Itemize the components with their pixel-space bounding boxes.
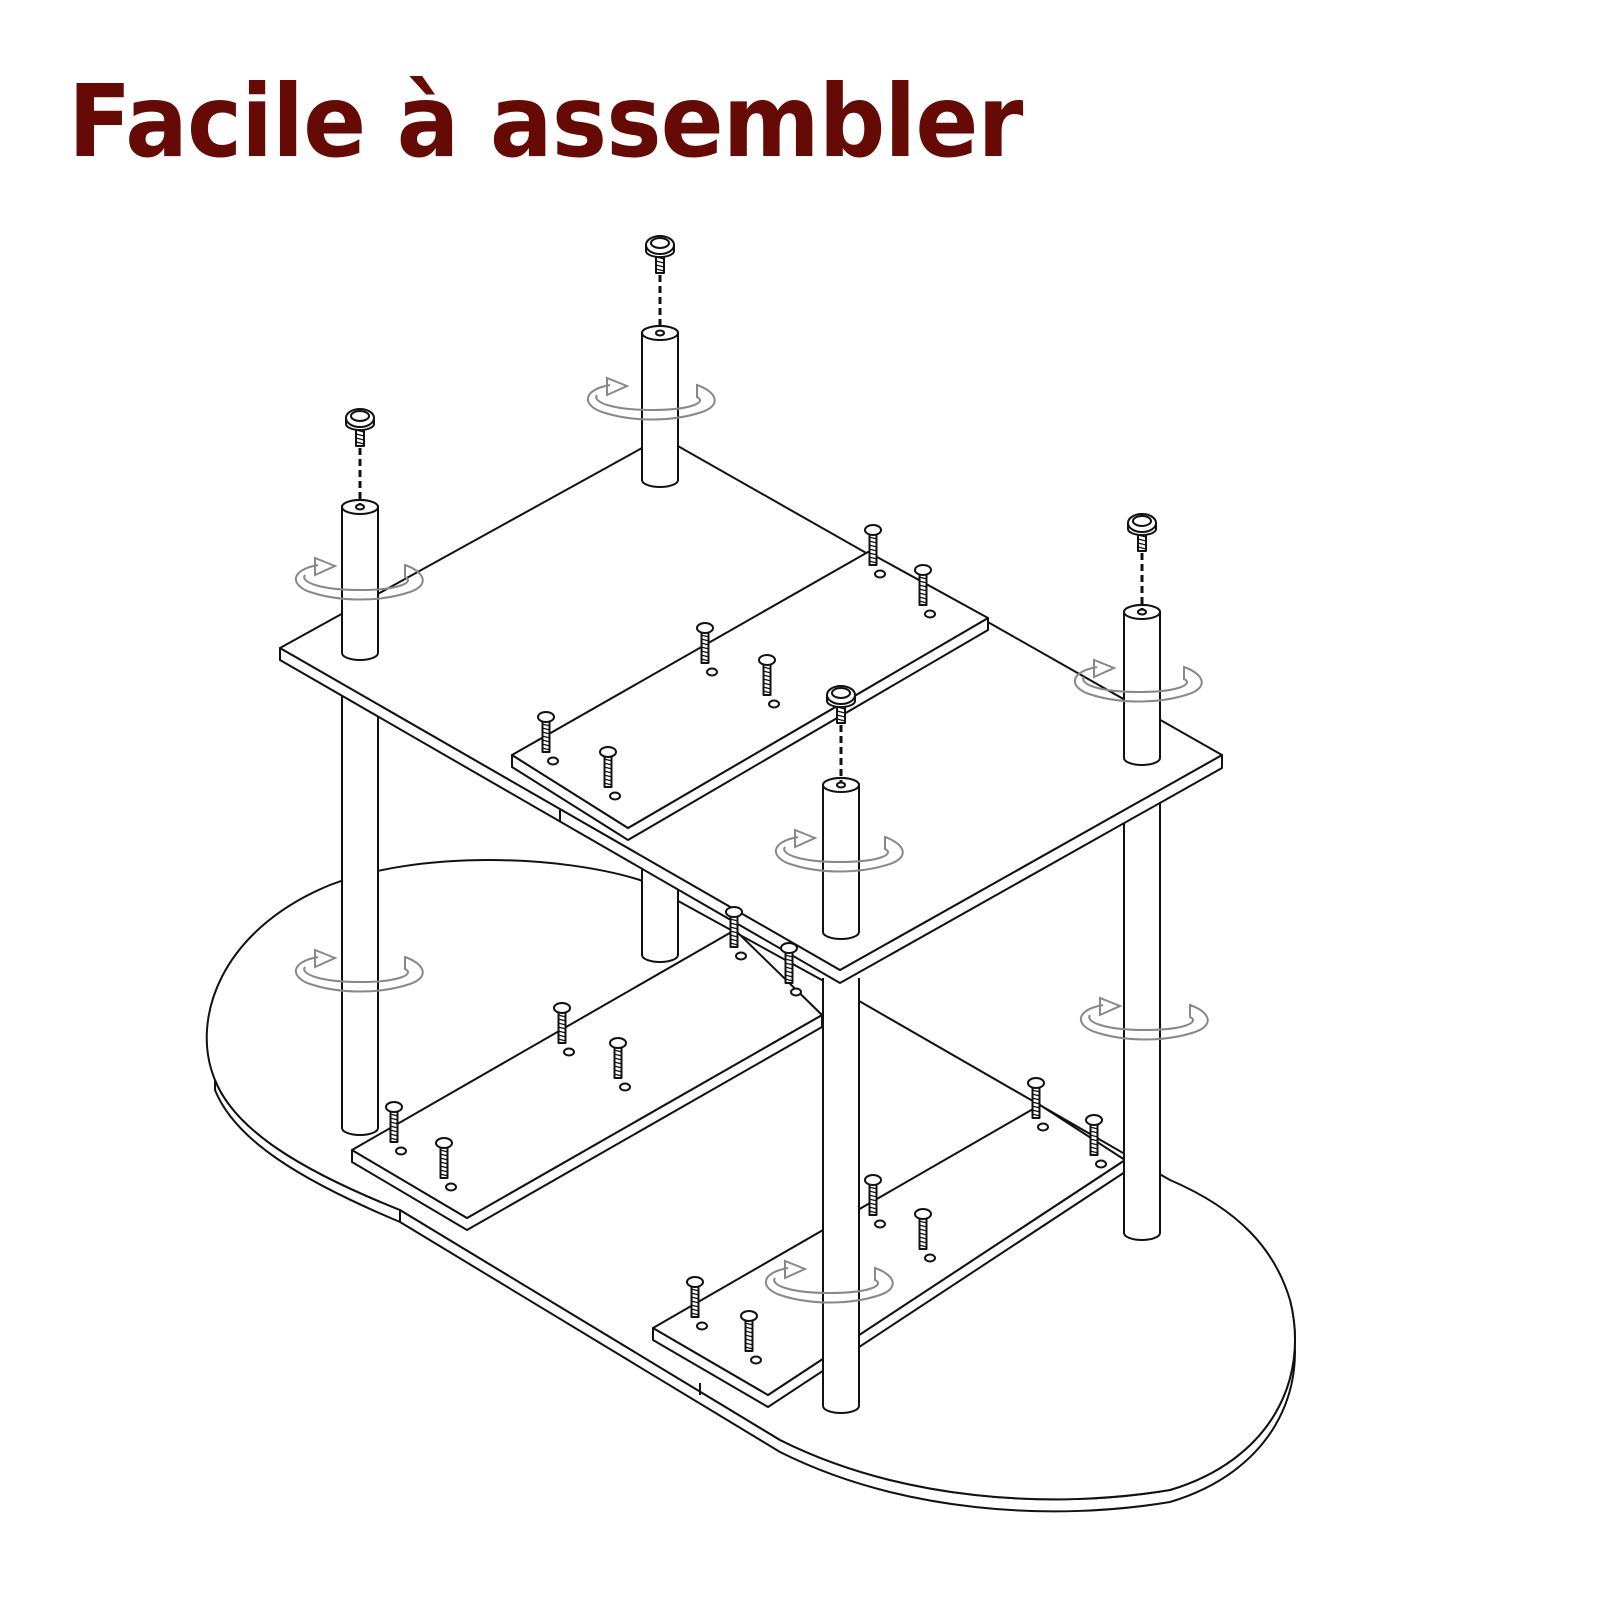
screw-hole-icon	[445, 1182, 457, 1192]
screw-icon	[1027, 1077, 1049, 1132]
screw-hole-icon	[790, 987, 802, 997]
screw-hole-icon	[836, 781, 846, 789]
upper-posts	[341, 325, 1161, 940]
rotate-arrow-icon	[774, 828, 904, 873]
rotate-arrow-icon	[586, 376, 716, 421]
rotate-arrow-icon	[294, 556, 424, 601]
post-body	[641, 325, 679, 488]
screw-icon	[1085, 1114, 1107, 1169]
rotate-arrow-icon	[294, 948, 424, 993]
post	[822, 978, 860, 1414]
post	[1123, 770, 1161, 1241]
screw-hole-icon	[768, 699, 780, 709]
screw-hole-icon	[706, 667, 718, 677]
screw-hole-icon	[874, 1219, 886, 1229]
screw-hole-icon	[563, 1047, 575, 1057]
post	[641, 325, 679, 488]
top-inset-panel	[511, 551, 989, 829]
screw-icon	[385, 1101, 407, 1156]
rotate-arrow-icon	[1073, 658, 1203, 703]
post-body	[341, 662, 379, 1136]
screw-hole-icon	[547, 756, 559, 766]
post-body	[822, 777, 860, 940]
screw-hole-icon	[395, 1146, 407, 1156]
screw-icon	[537, 711, 559, 766]
screw-icon	[609, 1037, 631, 1092]
screw-hole-icon	[735, 951, 747, 961]
post-body	[1123, 604, 1161, 766]
screw-icon	[864, 524, 886, 579]
post	[822, 777, 860, 940]
screw-hole-icon	[655, 329, 665, 337]
screw-hole-icon	[619, 1082, 631, 1092]
post	[341, 662, 379, 1136]
screw-icon	[686, 1276, 708, 1331]
post-cap-screw-icon	[1127, 513, 1157, 552]
post-body	[1123, 770, 1161, 1241]
top-shelf	[279, 436, 1223, 984]
post-body	[822, 978, 860, 1414]
rotation-arrows	[294, 376, 1209, 1304]
screw-hole-icon	[924, 1253, 936, 1263]
screw-hole-icon	[924, 609, 936, 619]
post-cap-screw-icon	[645, 235, 675, 274]
rotate-arrow-icon	[764, 1259, 894, 1304]
screw-hole-icon	[609, 791, 621, 801]
screw-icon	[914, 1208, 936, 1263]
screw-icon	[553, 1002, 575, 1057]
screw-hole-icon	[355, 503, 365, 511]
screws	[345, 235, 1157, 1365]
post-cap-screw-icon	[345, 408, 375, 447]
screw-hole-icon	[1137, 608, 1147, 616]
screw-hole-icon	[874, 569, 886, 579]
screw-icon	[696, 622, 718, 677]
post-cap-screw-icon	[826, 685, 856, 724]
screw-icon	[758, 654, 780, 709]
post	[1123, 604, 1161, 766]
screw-icon	[725, 906, 747, 961]
rotate-arrow-icon	[1079, 996, 1209, 1041]
screw-hole-icon	[696, 1321, 708, 1331]
screw-icon	[740, 1310, 762, 1365]
screw-icon	[435, 1137, 457, 1192]
screw-icon	[914, 564, 936, 619]
base-board	[205, 859, 1296, 1513]
screw-icon	[599, 746, 621, 801]
screw-hole-icon	[1037, 1122, 1049, 1132]
screw-hole-icon	[1095, 1159, 1107, 1169]
screw-icon	[864, 1174, 886, 1229]
screw-icon	[780, 942, 802, 997]
screw-hole-icon	[750, 1355, 762, 1365]
post	[341, 499, 379, 661]
post-body	[341, 499, 379, 661]
page-title: Facile à assembler	[68, 63, 1023, 180]
